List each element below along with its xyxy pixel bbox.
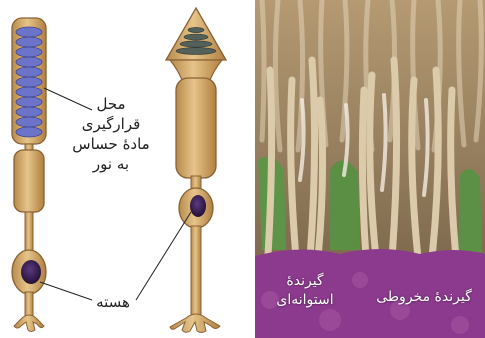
photoreceptive-site-line-2: قرارگیری (70, 114, 152, 134)
cone-synaptic-terminal (170, 314, 220, 333)
rod-receptor-line-2: استوانه‌ای (258, 291, 352, 310)
nucleus-label: هسته (88, 292, 138, 312)
photoreceptive-site-line-3: مادۀ حساس (70, 134, 152, 154)
cone-receptor-label: گیرندۀ مخروطی (368, 288, 480, 307)
rod-discs (16, 27, 42, 137)
rod-inner-segment (14, 150, 44, 212)
rod-receptor-label: گیرندۀ استوانه‌ای (258, 272, 352, 310)
cone-inner-segment (176, 78, 216, 178)
photoreceptive-site-line-4: به نور (70, 154, 152, 174)
rod-cell (12, 18, 46, 332)
cone-cell (166, 8, 226, 333)
rod-receptor-line-1: گیرندۀ (258, 272, 352, 291)
nucleus-leader-rod (40, 282, 92, 300)
rod-nucleus (21, 260, 41, 284)
cone-nucleus (190, 195, 206, 217)
rod-synaptic-terminal (14, 315, 44, 332)
photoreceptive-site-line-1: محل (70, 94, 152, 114)
micrograph-cone-3 (458, 169, 482, 252)
nucleus-leader-cone (136, 212, 191, 300)
photoreceptive-site-label: محل قرارگیری مادۀ حساس به نور (70, 94, 152, 174)
